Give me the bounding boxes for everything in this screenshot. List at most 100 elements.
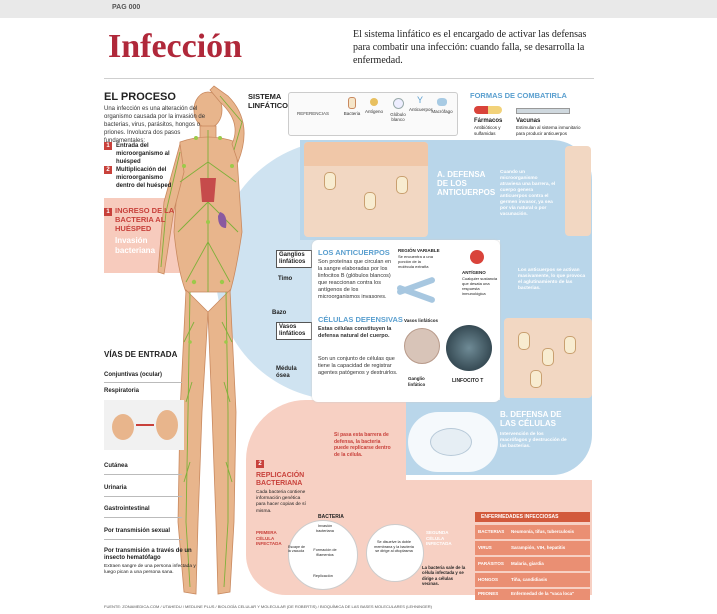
step-2-number: 2 bbox=[104, 166, 112, 174]
via-divider bbox=[104, 539, 182, 540]
via-divider bbox=[104, 517, 182, 518]
ref-bacteria-label: Bacteria bbox=[343, 111, 361, 116]
antibody-icon: Y bbox=[416, 95, 423, 105]
barrera-text: Si pasa esta barrera de defensa, la bact… bbox=[334, 432, 391, 458]
ganglio-illustration bbox=[404, 328, 440, 364]
defensa-b-title: B. DEFENSA DE LAS CÉLULAS bbox=[500, 410, 562, 428]
barrier-illustration bbox=[304, 142, 428, 237]
via-item: Cutánea bbox=[104, 463, 128, 469]
via-divider bbox=[104, 496, 182, 497]
region-label: REGIÓN VARIABLE bbox=[398, 248, 440, 253]
disease-row: PARÁSITOS Malaria, giardia bbox=[475, 557, 590, 571]
bacteria-icon bbox=[348, 97, 356, 109]
ref-anticuerpos-label: Anticuerpos bbox=[409, 107, 433, 112]
replicacion-step-label: Replicación bbox=[313, 574, 333, 578]
spleen-shape bbox=[218, 212, 227, 228]
proceso-title: EL PROCESO bbox=[104, 91, 176, 103]
disease-row: BACTERIAS Neumonía, tifus, tuberculosis bbox=[475, 525, 590, 539]
replicacion-number: 2 bbox=[256, 460, 264, 468]
disease-names: Enfermedad de la "vaca loca" bbox=[511, 591, 575, 596]
via-item: Urinaria bbox=[104, 485, 127, 491]
via-item: Por transmisión sexual bbox=[104, 528, 171, 534]
macrophage-cell bbox=[430, 428, 472, 456]
via-divider bbox=[104, 474, 182, 475]
label-vasos: Vasos linfáticos bbox=[276, 322, 312, 340]
ref-macrofago: Macrófago bbox=[431, 95, 453, 114]
page-label: PAG 000 bbox=[112, 4, 141, 11]
label-bazo: Bazo bbox=[272, 310, 287, 316]
sale-label: La bacteria sale de la célula infectada … bbox=[422, 565, 466, 586]
step-1-number: 1 bbox=[104, 142, 112, 150]
insecto-desc: Extraen sangre de una persona infectada … bbox=[104, 564, 196, 575]
ref-globulo: Glóbulo blanco bbox=[387, 95, 409, 122]
bacteria-shape bbox=[530, 370, 542, 388]
ingreso-title: INGRESO DE LA BACTERIA AL HUÉSPED bbox=[115, 206, 174, 233]
lymph-network bbox=[160, 95, 243, 588]
replicacion-title: REPLICACIÓN BACTERIANA bbox=[256, 472, 305, 487]
ref-antigeno-label: Antígeno bbox=[364, 109, 383, 114]
formacion-label: Formación de filamentos bbox=[313, 548, 337, 557]
vasos-small-label: Vasos linfáticos bbox=[404, 318, 439, 323]
celulas-text: Son un conjunto de células que tiene la … bbox=[318, 356, 398, 376]
white-cell-icon bbox=[392, 98, 404, 109]
person-head bbox=[156, 410, 178, 440]
step-1-label: Entrada del microorganismo al huésped bbox=[116, 143, 170, 165]
ref-globulo-label: Glóbulo blanco bbox=[390, 112, 406, 122]
bacteria-label: BACTERIA bbox=[318, 514, 344, 520]
celulas-title: CÉLULAS DEFENSIVAS bbox=[318, 315, 403, 324]
celulas-subtitle: Estas células constituyen la defensa nat… bbox=[318, 326, 392, 339]
disease-names: Sarampión, VIH, hepatitis bbox=[511, 545, 566, 550]
escape-label: Escape de la vacuola bbox=[288, 545, 305, 554]
agglutination-illustration bbox=[504, 318, 592, 398]
second-cell-illustration bbox=[366, 524, 424, 582]
transmission-arrow bbox=[136, 424, 154, 426]
pill-icon bbox=[474, 106, 502, 114]
disease-names: Neumonía, tifus, tuberculosis bbox=[511, 529, 575, 534]
primera-celula-label: PRIMERA CÉLULA INFECTADA bbox=[256, 530, 282, 546]
footer-sources: FUENTE: ZONAMEDICA.COM / UTAHEDU / MEDLI… bbox=[104, 604, 432, 609]
ref-antigeno: Antígeno bbox=[363, 95, 385, 114]
step-2-label: Multiplicación del microorganismo dentro… bbox=[116, 167, 172, 189]
disease-row: PRIONES Enfermedad de la "vaca loca" bbox=[475, 589, 590, 600]
top-bar bbox=[0, 0, 717, 18]
disease-names: Tiña, candidiasis bbox=[511, 577, 548, 582]
antigeno-desc: Cualquier sustancia que desata una respu… bbox=[462, 276, 498, 296]
macrophage-icon bbox=[437, 98, 447, 106]
intro-text: El sistema linfático es el encargado de … bbox=[353, 29, 587, 66]
farmacos-desc: Antibióticos y sulfamidas bbox=[474, 125, 501, 136]
defensa-a-text: Cuando un microorganismo atraviesa una b… bbox=[500, 170, 556, 217]
disease-type: PRIONES bbox=[478, 591, 499, 596]
disease-type: PARÁSITOS bbox=[478, 561, 504, 566]
defensa-b-text: Intervención de los macrófagos y destruc… bbox=[500, 432, 567, 449]
via-divider bbox=[104, 382, 182, 383]
skin-layer bbox=[304, 142, 428, 166]
ingreso-subtitle: Invasión bacteriana bbox=[115, 236, 156, 255]
ref-anticuerpos: Y Anticuerpos bbox=[409, 95, 433, 112]
bacteria-shape bbox=[542, 348, 554, 366]
disease-type: VIRUS bbox=[478, 545, 492, 550]
farmacos-label: Fármacos bbox=[474, 118, 503, 124]
disease-type: BACTERIAS bbox=[478, 529, 505, 534]
ref-macrofago-label: Macrófago bbox=[431, 109, 453, 114]
anticuerpos-title: LOS ANTICUERPOS bbox=[318, 248, 390, 257]
references-label: REFERENCIAS bbox=[297, 111, 330, 116]
vacunas-desc: Estimulan al sistema inmunitario para pr… bbox=[516, 125, 581, 136]
sistema-title: SISTEMA LINFÁTICO bbox=[248, 92, 288, 110]
antigeno-label: ANTÍGENO bbox=[462, 270, 486, 275]
disease-row: HONGOS Tiña, candidiasis bbox=[475, 573, 590, 587]
heart-shape bbox=[200, 178, 216, 202]
page-title: Infección bbox=[108, 28, 243, 65]
via-item: Conjuntivas (ocular) bbox=[104, 372, 163, 378]
defensa-a-title: A. DEFENSA DE LOS ANTICUERPOS bbox=[437, 170, 496, 197]
defensa-a-side-text: Los anticuerpos se activan masivamente, … bbox=[518, 268, 586, 291]
ref-bacteria: Bacteria bbox=[341, 95, 363, 116]
disuelve-label: Se disuelve la doble membrana y la bacte… bbox=[374, 540, 414, 553]
region-desc: Se encuentra a una porción de la molécul… bbox=[398, 254, 433, 269]
ingreso-number: 1 bbox=[104, 208, 112, 216]
center-info-card bbox=[312, 240, 500, 402]
label-ganglios: Ganglios linfáticos bbox=[276, 250, 312, 268]
formas-title: FORMAS DE COMBATIRLA bbox=[470, 91, 567, 100]
human-body-figure bbox=[157, 85, 245, 595]
references-items: Bacteria Antígeno Glóbulo blanco Y Antic… bbox=[333, 95, 453, 131]
bacteria-shape bbox=[324, 172, 336, 190]
